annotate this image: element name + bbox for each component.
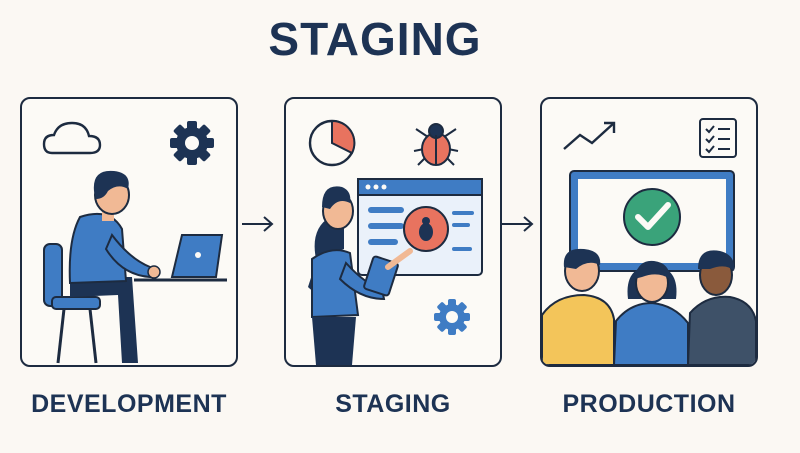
- staging-panel: [284, 97, 502, 367]
- stage-label-development: DEVELOPMENT: [31, 390, 227, 418]
- trend-line-icon: [563, 121, 616, 150]
- checkmark-icon: [623, 188, 681, 246]
- gear-icon: [434, 299, 470, 335]
- pie-chart-icon: [308, 119, 356, 167]
- stage-label-staging: STAGING: [335, 390, 451, 418]
- team-illustration: [542, 248, 756, 365]
- developer-illustration: [43, 170, 161, 364]
- laptop-icon: [134, 234, 227, 282]
- arrow-right-icon: [502, 216, 534, 232]
- browser-window-icon: [357, 178, 483, 276]
- development-panel: [20, 97, 238, 367]
- tester-illustration: [308, 186, 413, 365]
- production-panel: [540, 97, 758, 367]
- page-title: STAGING: [268, 13, 482, 65]
- checklist-icon: [699, 118, 737, 158]
- arrow-right-icon: [242, 216, 274, 232]
- gear-icon: [170, 121, 214, 165]
- bug-icon: [413, 123, 459, 166]
- stage-label-production: PRODUCTION: [562, 390, 736, 418]
- cloud-icon: [42, 121, 102, 155]
